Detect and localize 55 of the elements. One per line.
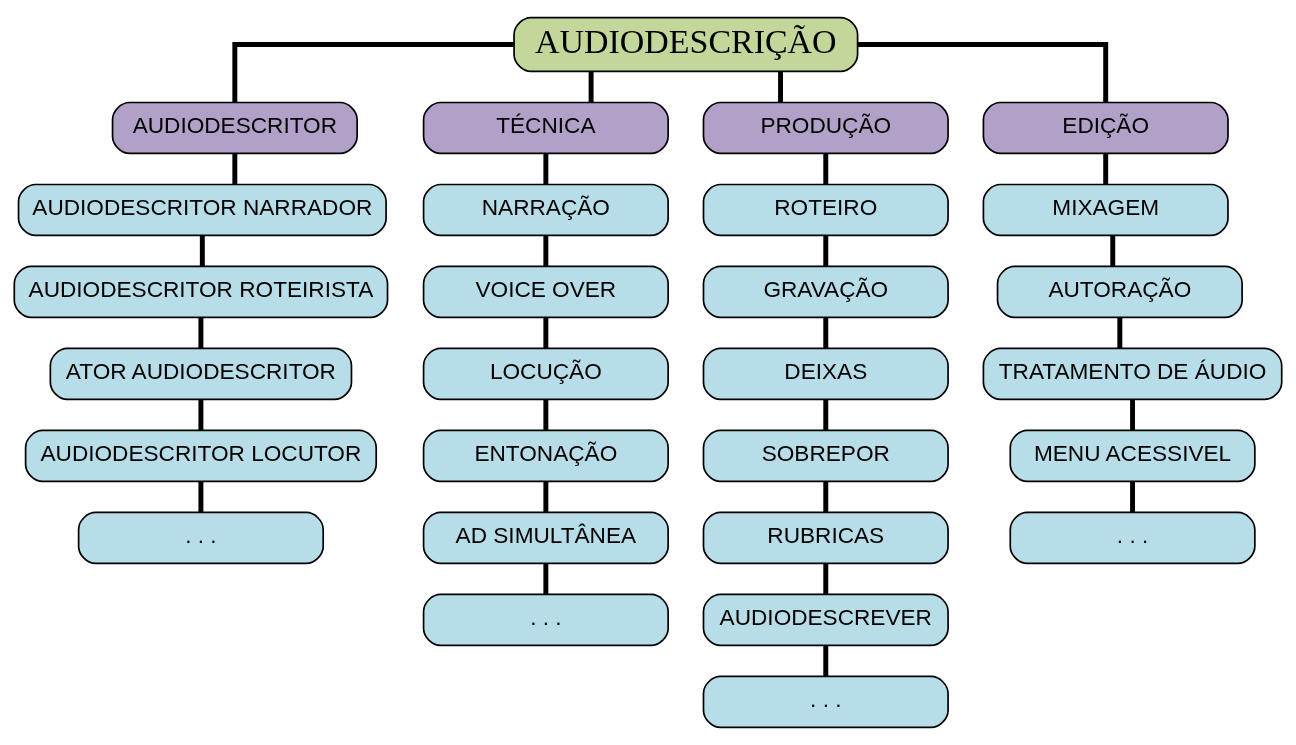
connector xyxy=(778,71,783,102)
connector xyxy=(588,71,594,102)
connector xyxy=(198,481,204,513)
node-box: RUBRICAS xyxy=(702,511,949,565)
connector xyxy=(823,153,829,185)
node-box: AUDIODESCRITOR xyxy=(111,101,358,155)
node-box: ENTONAÇÃO xyxy=(422,429,669,483)
connector xyxy=(198,317,204,349)
connector xyxy=(543,317,549,349)
node-box: TÉCNICA xyxy=(422,101,669,155)
node-box: AUDIODESCRITOR ROTEIRISTA xyxy=(13,265,389,319)
node-box: . . . xyxy=(422,593,669,647)
node-box: VOICE OVER xyxy=(422,265,669,319)
connector xyxy=(543,399,549,431)
node-box: ROTEIRO xyxy=(702,183,949,237)
node-box: AUDIODESCREVER xyxy=(702,593,949,647)
node-box: . . . xyxy=(702,675,949,729)
node-box: TRATAMENTO DE ÁUDIO xyxy=(982,347,1283,401)
connector xyxy=(232,42,515,103)
connector xyxy=(543,481,549,513)
node-box: AD SIMULTÂNEA xyxy=(422,511,669,565)
connector xyxy=(543,153,549,185)
node-box: SOBREPOR xyxy=(702,429,949,483)
connector xyxy=(823,399,829,431)
node-box: MENU ACESSIVEL xyxy=(1009,429,1256,483)
connector xyxy=(823,235,829,267)
connector xyxy=(823,481,829,513)
connector xyxy=(1117,317,1123,349)
connector xyxy=(823,563,829,595)
connector xyxy=(543,563,549,595)
node-box: GRAVAÇÃO xyxy=(702,265,949,319)
connector xyxy=(823,645,829,677)
connector xyxy=(857,42,1109,103)
connector xyxy=(198,399,204,431)
node-box: NARRAÇÃO xyxy=(422,183,669,237)
node-box: LOCUÇÃO xyxy=(422,347,669,401)
node-box: . . . xyxy=(1009,511,1256,565)
connector xyxy=(1103,153,1109,185)
connector xyxy=(1130,399,1136,431)
connector xyxy=(543,235,549,267)
connector xyxy=(1110,235,1116,267)
node-box: AUDIODESCRIÇÃO xyxy=(513,16,859,73)
node-box: AUDIODESCRITOR LOCUTOR xyxy=(24,429,378,483)
node-box: EDIÇÃO xyxy=(982,101,1229,155)
node-box: ATOR AUDIODESCRITOR xyxy=(49,347,353,401)
node-box: AUDIODESCRITOR NARRADOR xyxy=(17,183,387,237)
node-box: PRODUÇÃO xyxy=(702,101,949,155)
connector xyxy=(1130,481,1136,513)
connector xyxy=(232,153,238,185)
node-box: AUTORAÇÃO xyxy=(996,265,1243,319)
node-box: . . . xyxy=(77,511,325,565)
node-box: MIXAGEM xyxy=(982,183,1229,237)
connector xyxy=(199,235,205,267)
node-box: DEIXAS xyxy=(702,347,949,401)
connector xyxy=(823,317,829,349)
